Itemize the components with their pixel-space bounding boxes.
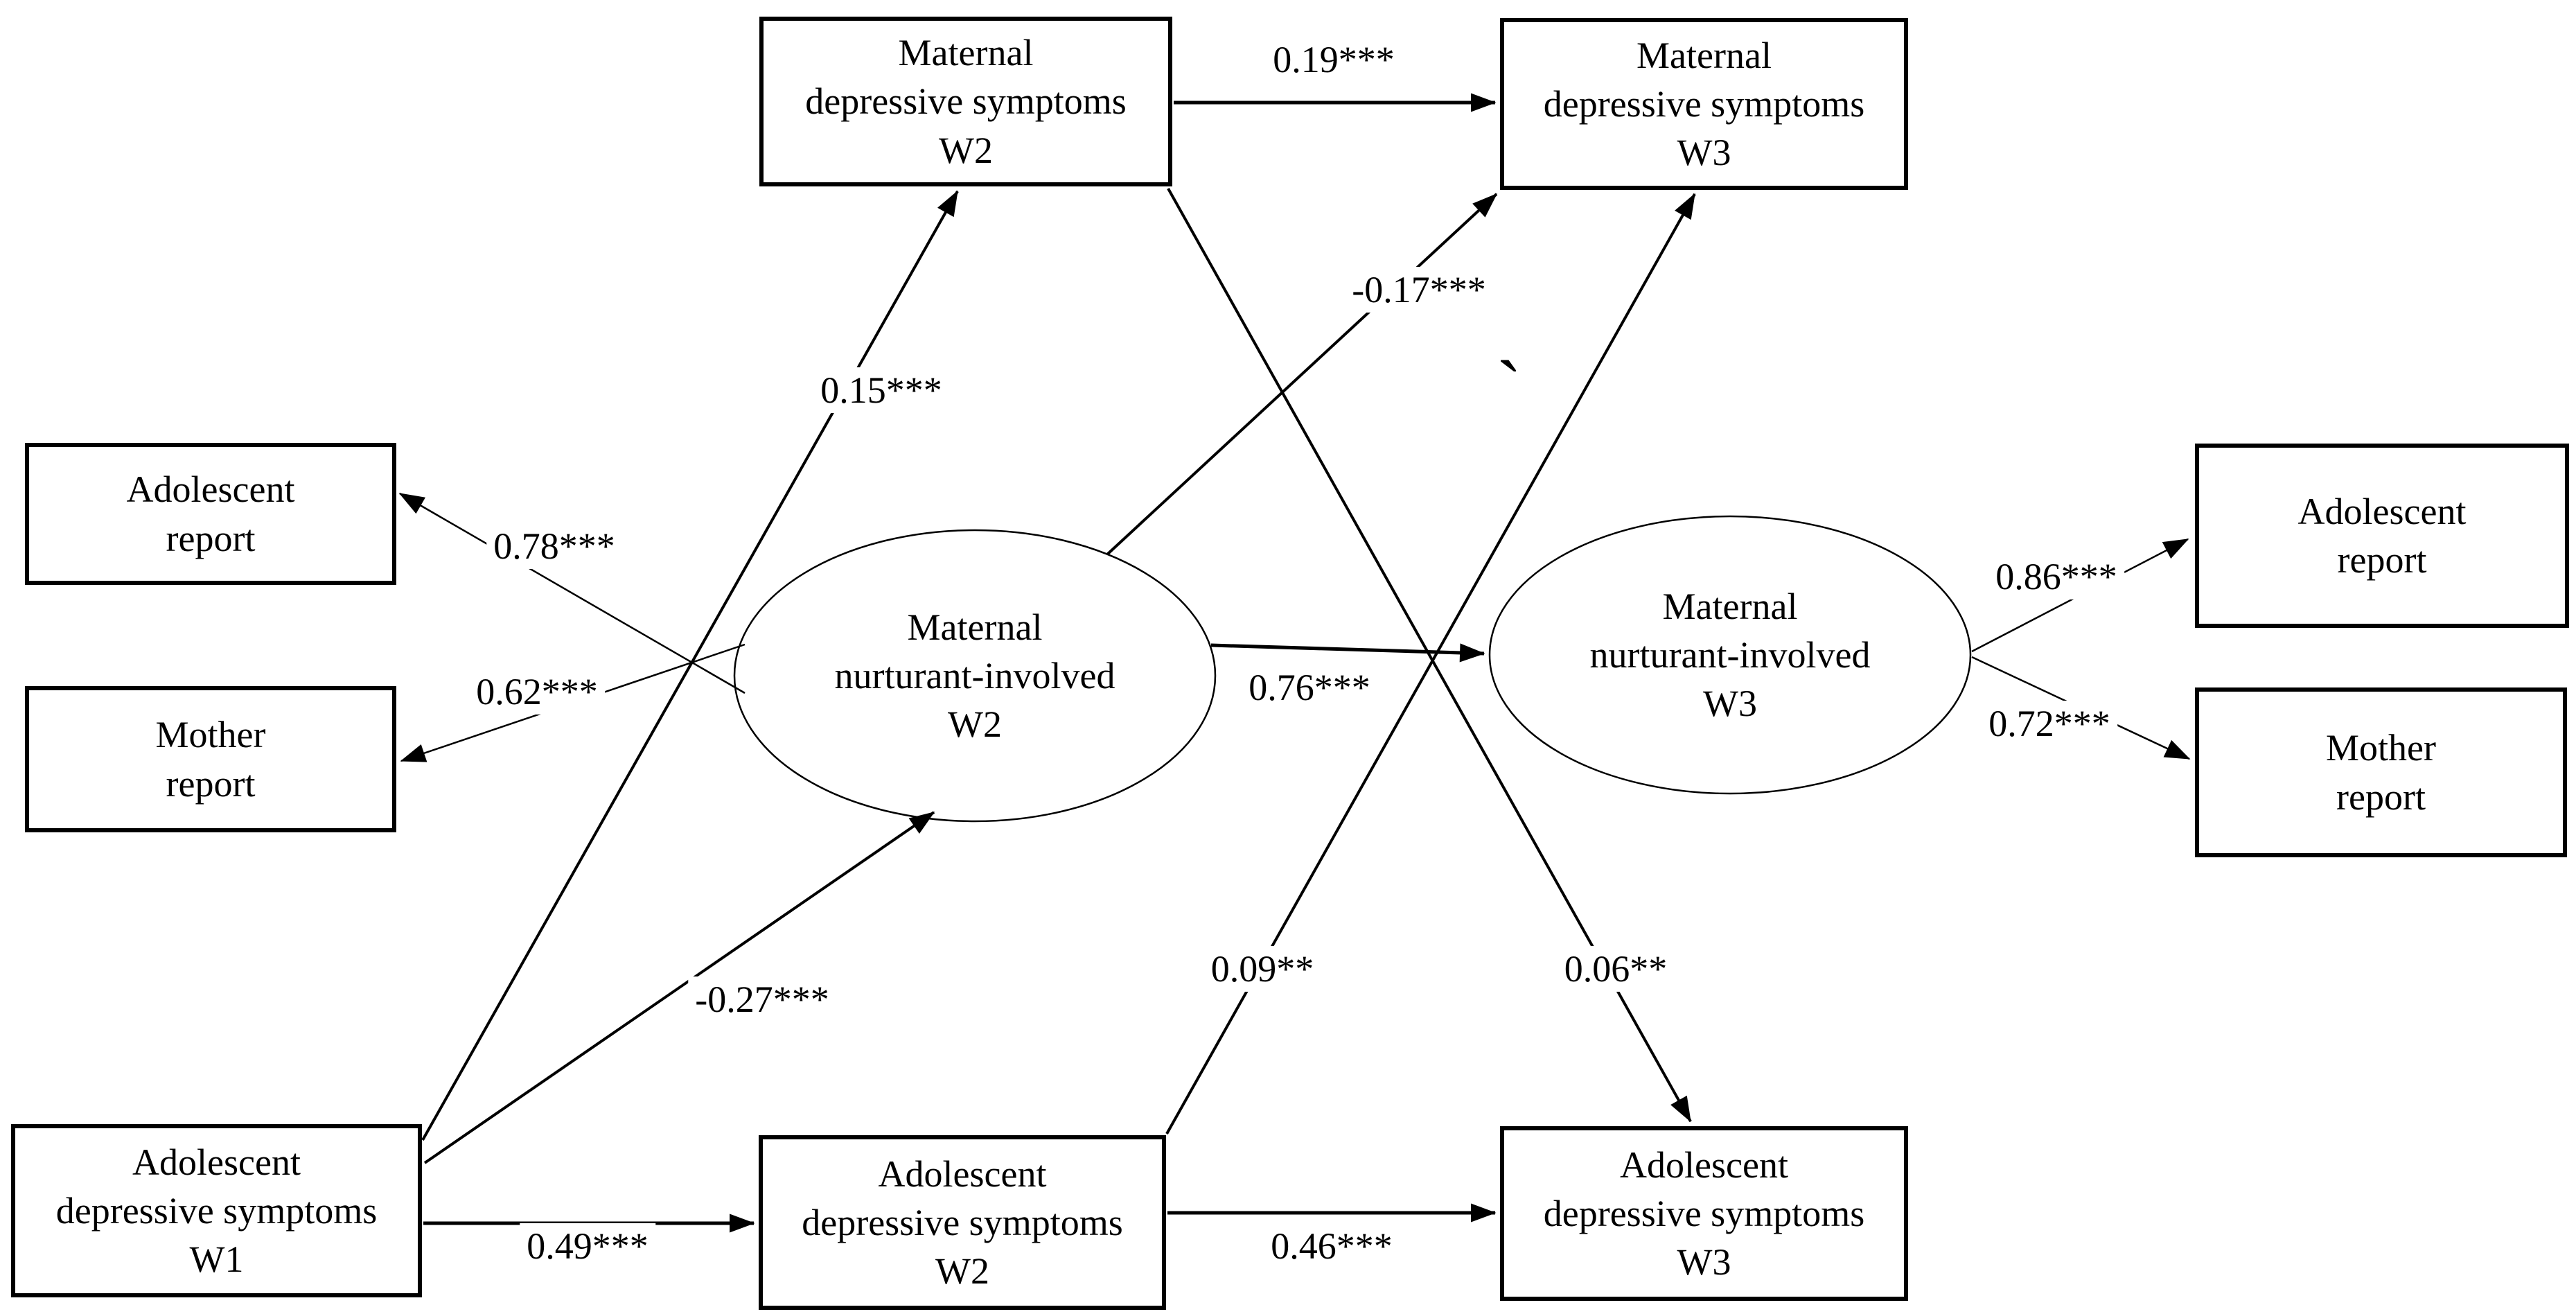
node-box-maternal-depressive-w3: Maternal depressive symptoms W3	[1500, 18, 1908, 190]
coef-label-adol-dep-w2-to-w3: 0.46***	[1264, 1223, 1400, 1269]
node-box-adolescent-report-w3: Adolescent report	[2195, 444, 2569, 628]
node-label-adolescent-report-w3: Adolescent report	[2297, 490, 2467, 581]
path-arrow-nurturant-w2-to-adolescent-report	[398, 492, 746, 694]
coef-label-adol-dep-w1-to-w2: 0.49***	[520, 1223, 655, 1269]
node-box-adolescent-depressive-w2: Adolescent depressive symptoms W2	[759, 1135, 1166, 1310]
path-arrow-nurturant-w2-to-w3	[1210, 643, 1485, 663]
node-label-adolescent-depressive-w2: Adolescent depressive symptoms W2	[802, 1153, 1123, 1293]
node-label-mother-report-w3: Mother report	[2326, 727, 2436, 818]
coef-label-adol-dep-w2-to-maternal-dep-w3: 0.09**	[1203, 946, 1321, 992]
stray-tick-mark: `	[1496, 345, 1522, 430]
coef-label-maternal-dep-w2-to-adol-dep-w3: 0.06**	[1557, 946, 1675, 992]
node-box-adolescent-depressive-w1: Adolescent depressive symptoms W1	[11, 1124, 422, 1297]
latent-ellipse-nurturant-w3	[1488, 515, 1972, 795]
coef-label-nurturant-w3-to-adolescent-report: 0.86***	[1988, 554, 2124, 599]
node-box-adolescent-depressive-w3: Adolescent depressive symptoms W3	[1500, 1126, 1908, 1301]
coef-label-nurturant-w2-to-mother-report: 0.62***	[469, 669, 605, 715]
path-arrow-nurturant-w2-to-maternal-dep-w3	[1106, 193, 1498, 556]
coef-label-nurturant-w2-to-w3: 0.76***	[1242, 665, 1377, 710]
node-label-adolescent-depressive-w1: Adolescent depressive symptoms W1	[55, 1141, 378, 1281]
node-label-maternal-depressive-w3: Maternal depressive symptoms W3	[1543, 34, 1865, 174]
node-box-maternal-depressive-w2: Maternal depressive symptoms W2	[759, 17, 1172, 186]
node-box-mother-report-w3: Mother report	[2195, 687, 2567, 857]
coef-label-nurturant-w3-to-mother-report: 0.72***	[1982, 701, 2117, 746]
node-label-adolescent-depressive-w3: Adolescent depressive symptoms W3	[1543, 1144, 1865, 1284]
node-label-mother-report-w2: Mother report	[155, 714, 266, 805]
coef-label-nurturant-w2-to-maternal-dep-w3: -0.17***	[1345, 267, 1493, 313]
coef-label-maternal-dep-w2-to-w3: 0.19***	[1266, 37, 1402, 82]
node-label-maternal-depressive-w2: Maternal depressive symptoms W2	[805, 32, 1127, 171]
latent-ellipse-nurturant-w2	[733, 529, 1217, 823]
node-label-adolescent-report-w2: Adolescent report	[126, 468, 295, 559]
path-arrow-adol-w1-to-nurturant-w2	[423, 811, 935, 1164]
coef-label-nurturant-w2-to-adolescent-report: 0.78***	[486, 523, 622, 569]
coef-label-adol-w1-to-nurturant-w2: -0.27***	[688, 976, 836, 1022]
coef-label-adol-w1-to-maternal-dep-w2: 0.15***	[813, 367, 949, 413]
path-arrow-adol-w1-to-maternal-dep-w2	[421, 190, 959, 1141]
node-box-adolescent-report-w2: Adolescent report	[25, 443, 396, 585]
node-box-mother-report-w2: Mother report	[25, 686, 396, 832]
